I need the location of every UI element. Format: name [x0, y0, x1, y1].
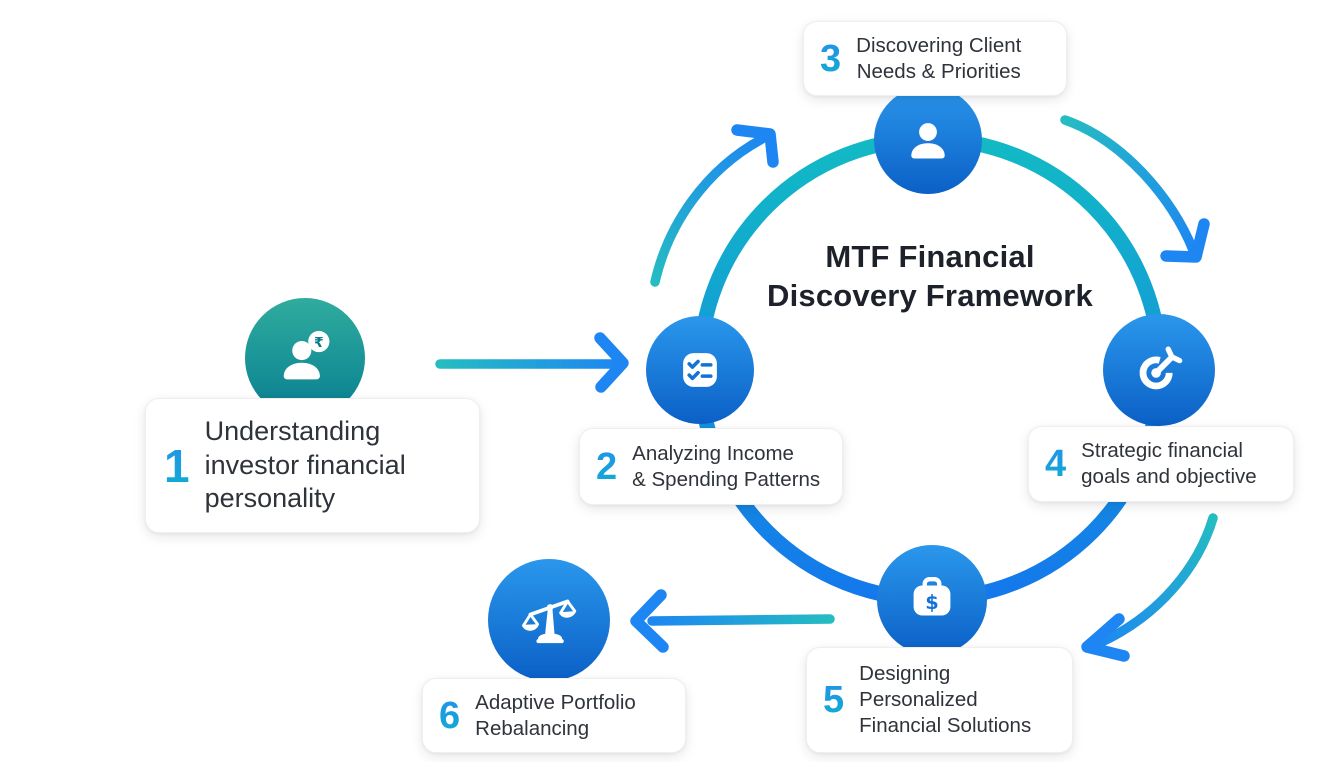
cycle-ring: [692, 131, 1168, 607]
step1-number: 1: [164, 439, 190, 492]
step4-label: Strategic financial goals and objective: [1081, 439, 1257, 488]
step6-number: 6: [439, 694, 461, 737]
step4-card: 4 Strategic financial goals and objectiv…: [1028, 426, 1294, 502]
diagram-title-line1: MTF Financial: [825, 239, 1035, 274]
rupee-symbol: ₹: [314, 335, 324, 351]
diagram-title-line2: Discovery Framework: [766, 278, 1093, 313]
arrow-step1-to-step2: [435, 332, 629, 393]
step6-label: Adaptive Portfolio Rebalancing: [475, 690, 636, 740]
arrow-step3-to-step4: [1060, 115, 1210, 263]
arrow-step4-to-step5: [1081, 513, 1218, 662]
person-rupee-icon: ₹: [283, 330, 330, 380]
step5-label: Designing Personalized Financial Solutio…: [859, 662, 1032, 737]
scales-icon: [521, 599, 577, 644]
step3-number: 3: [820, 37, 842, 80]
step1-label: Understanding investor financial persona…: [204, 416, 406, 514]
step2-number: 2: [596, 445, 618, 488]
step5-node: $: [877, 545, 987, 655]
step3-card: 3 Discovering Client Needs & Priorities: [803, 21, 1067, 96]
step2-label: Analyzing Income & Spending Patterns: [632, 441, 821, 491]
diagram-title: MTF Financial Discovery Framework: [700, 237, 1160, 315]
step5-card: 5 Designing Personalized Financial Solut…: [806, 647, 1073, 753]
step3-node: [874, 86, 982, 194]
target-dart-icon: [1139, 346, 1183, 390]
step6-card: 6 Adaptive Portfolio Rebalancing: [422, 678, 686, 753]
step1-card: 1 Understanding investor financial perso…: [145, 398, 480, 533]
checklist-icon: [683, 353, 717, 387]
step4-node: [1103, 314, 1215, 426]
arrow-step5-to-step6: [630, 589, 835, 653]
step4-number: 4: [1045, 443, 1067, 485]
briefcase-dollar-icon: $: [913, 576, 951, 616]
step2-node: [646, 316, 754, 424]
arrow-step2-to-step3: [650, 124, 779, 287]
step3-label: Discovering Client Needs & Priorities: [856, 33, 1022, 83]
step6-node: [488, 559, 610, 681]
step5-number: 5: [823, 679, 845, 721]
person-icon: [911, 123, 945, 159]
step2-card: 2 Analyzing Income & Spending Patterns: [579, 428, 843, 505]
dollar-symbol: $: [925, 591, 938, 614]
